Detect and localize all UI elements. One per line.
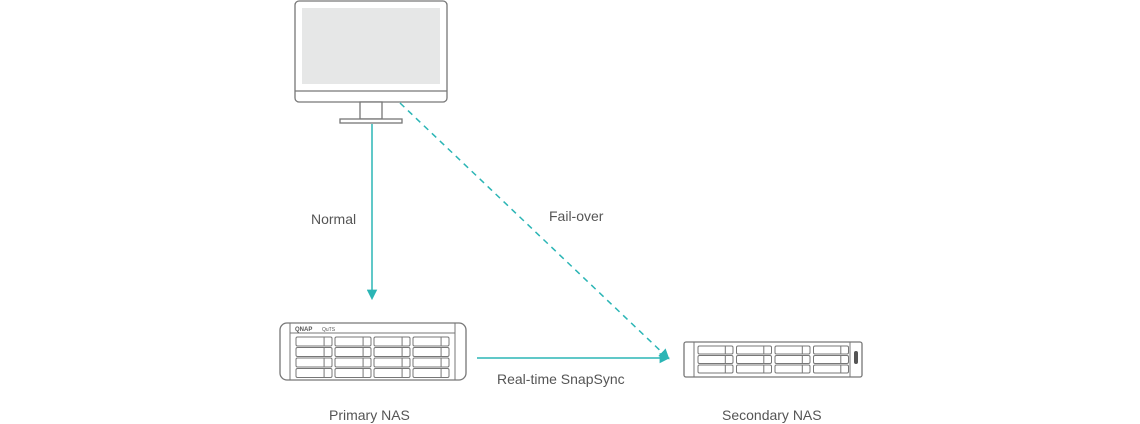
failover-edge-label: Fail-over — [549, 208, 604, 224]
drive-bay — [736, 355, 772, 364]
drive-bay — [412, 357, 450, 368]
drive-bay — [697, 345, 734, 355]
drive-bay — [295, 357, 333, 368]
drive-bay — [697, 364, 734, 374]
drive-bay — [813, 355, 849, 364]
secondary-nas-icon — [683, 341, 863, 378]
secondary-nas-label: Secondary NAS — [722, 407, 822, 423]
drive-bay — [373, 347, 411, 357]
qnap-logo: QNAP — [295, 327, 312, 333]
drive-bay — [334, 336, 372, 347]
drive-bay — [813, 345, 849, 355]
primary-nas-label: Primary NAS — [329, 407, 410, 423]
drive-bay — [295, 347, 333, 357]
quts-hero-badge: QuTS — [322, 327, 336, 333]
snapsync-edge-label: Real-time SnapSync — [497, 371, 625, 387]
drive-bay — [412, 347, 450, 357]
drive-bay — [736, 345, 772, 355]
drive-bay — [412, 368, 450, 378]
drive-bay — [373, 336, 411, 347]
drive-bay — [295, 336, 333, 347]
primary-nas-icon: QNAP QuTS — [279, 322, 467, 381]
drive-bay — [295, 368, 333, 378]
drive-bay — [774, 355, 811, 364]
normal-edge-label: Normal — [311, 211, 357, 227]
drive-bay — [373, 357, 411, 368]
drive-bay — [412, 336, 450, 347]
drive-bay — [334, 368, 372, 378]
drive-bay — [774, 345, 811, 355]
drive-bay — [813, 364, 849, 374]
drive-bay — [334, 357, 372, 368]
drive-bay — [697, 355, 734, 364]
failover-connection-arrow — [399, 102, 670, 360]
drive-bay — [736, 364, 772, 374]
drive-bay — [334, 347, 372, 357]
drive-bay — [373, 368, 411, 378]
drive-bay — [774, 364, 811, 374]
monitor-icon — [294, 0, 448, 124]
